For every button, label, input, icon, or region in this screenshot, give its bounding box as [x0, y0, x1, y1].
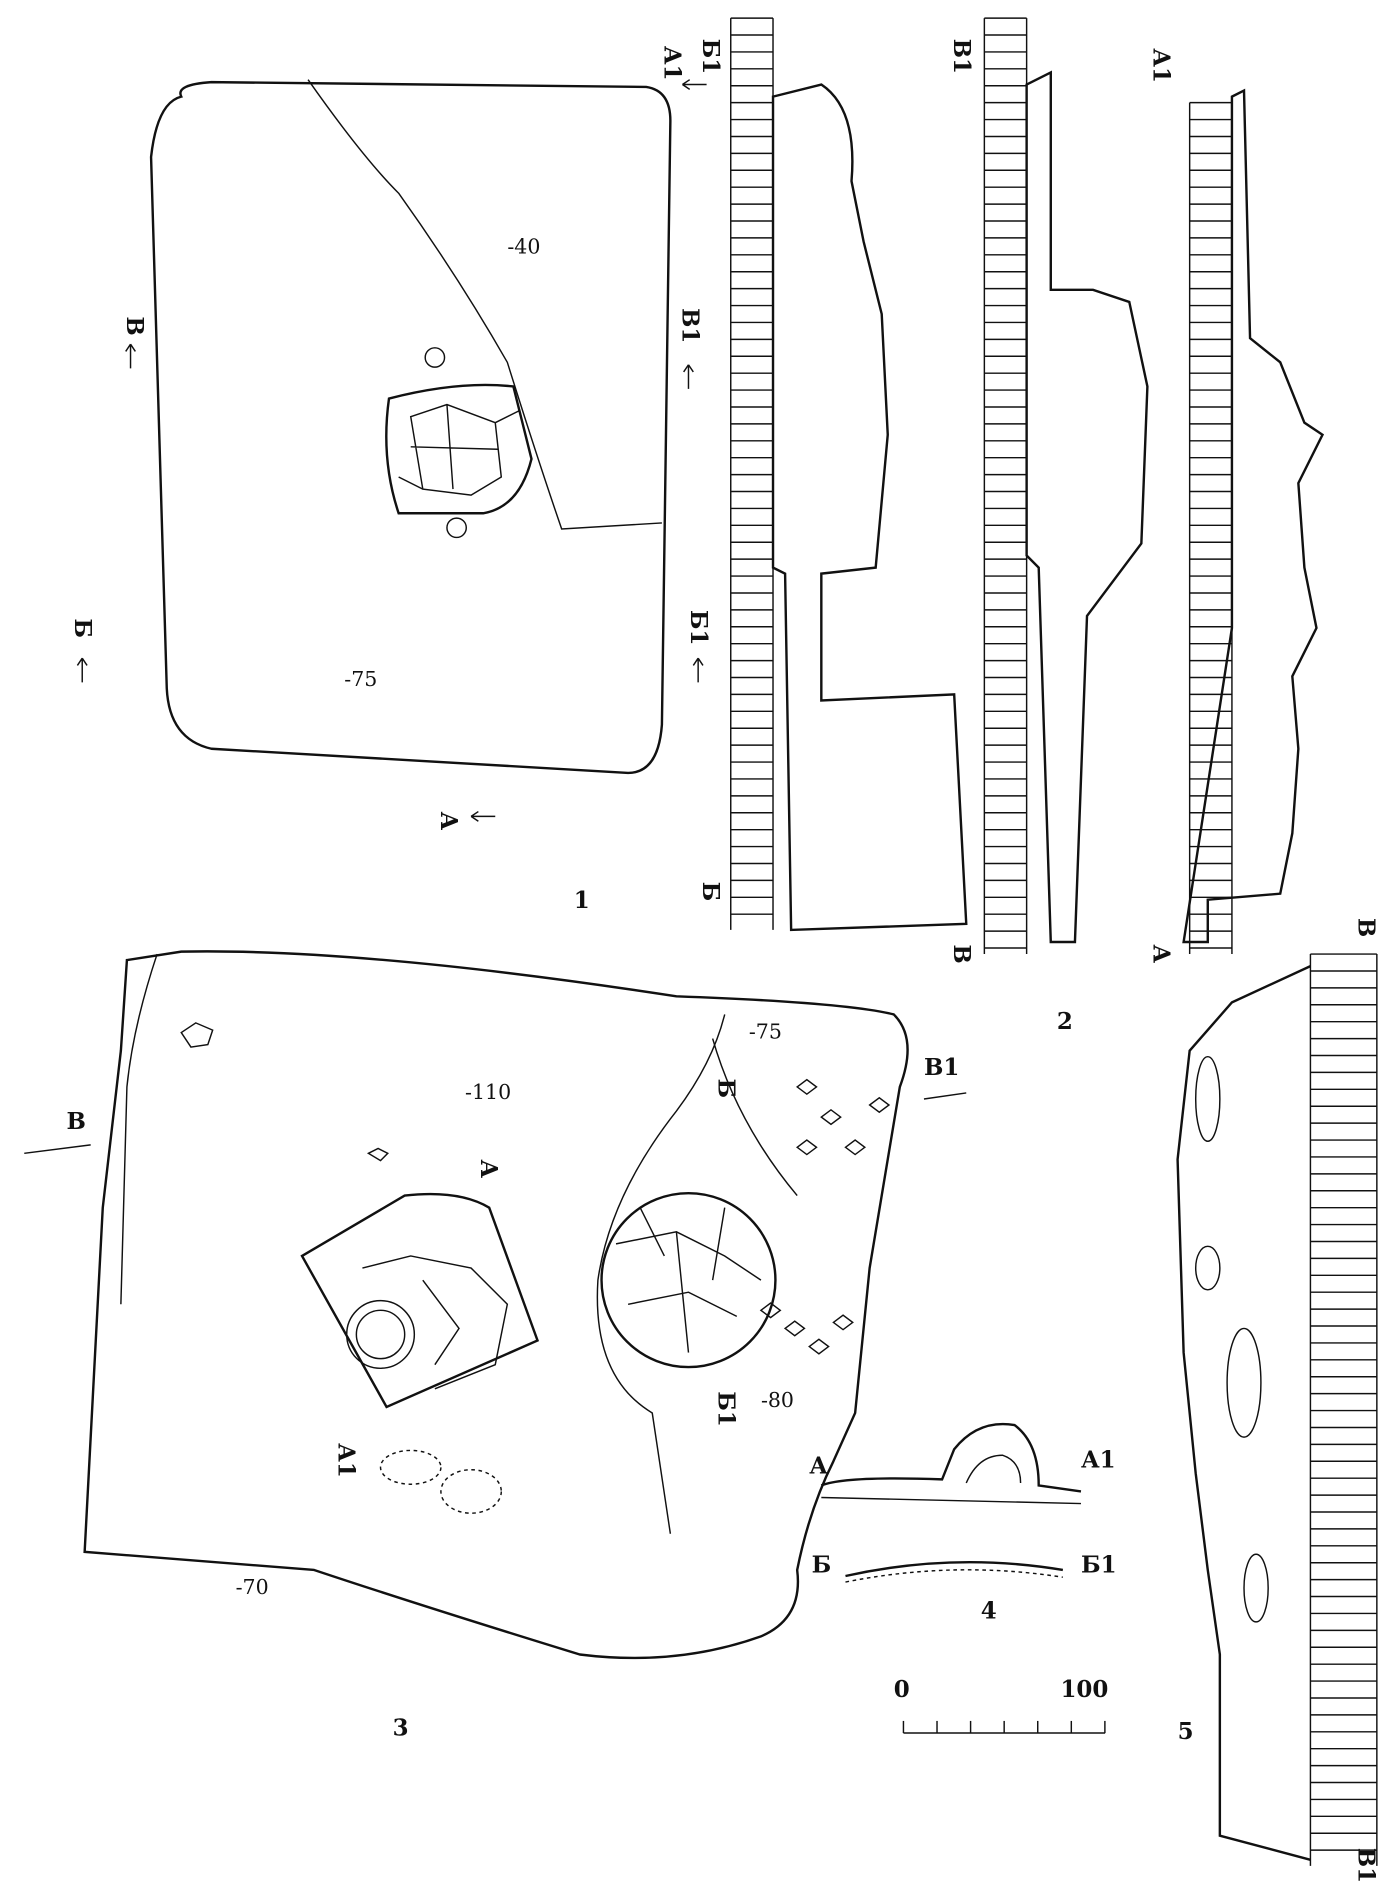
section-mark-b1: Б1: [713, 1391, 740, 1427]
section-mark-v1: В1: [676, 308, 703, 343]
depth-label: -75: [749, 1020, 782, 1044]
scale-start-label: 0: [894, 1676, 910, 1703]
section-mark-v: В: [67, 1108, 86, 1135]
section-b-hatch: [845, 1569, 1063, 1583]
section-mark-a: А: [435, 812, 462, 831]
profile-label: А: [1147, 944, 1174, 963]
profile-3-fill: [1182, 88, 1325, 944]
hearth: [300, 1192, 540, 1409]
section-label: Б: [812, 1551, 832, 1578]
section-mark-b1: Б1: [685, 610, 712, 646]
section-mark-b: Б: [713, 1078, 740, 1098]
depth-label: -75: [344, 667, 377, 691]
profile-5-fill: [1176, 965, 1311, 1861]
section-label: А1: [1081, 1446, 1116, 1473]
figure-2-profiles: Б1 Б В1 В А1 А 2: [697, 17, 1325, 1035]
arrow-icons: [76, 79, 707, 822]
depth-label: -80: [761, 1388, 794, 1412]
profile-label: А1: [1147, 48, 1174, 83]
scale-end-label: 100: [1060, 1676, 1108, 1703]
section-line: [24, 1144, 91, 1155]
section-mark-a1: А1: [332, 1443, 359, 1478]
depth-label: -40: [507, 235, 540, 259]
section-mark-b: Б: [69, 618, 96, 638]
pit-outline: [149, 80, 672, 775]
figure-5-profile: В В1 5: [1176, 918, 1380, 1883]
section-mark-v: В: [121, 316, 148, 335]
figure-number: 5: [1178, 1718, 1194, 1745]
depth-label: -70: [236, 1575, 269, 1599]
section-mark-v1: В1: [924, 1054, 959, 1081]
step-line: [307, 79, 662, 530]
step-line: [120, 953, 726, 1534]
profile-label: В: [1353, 918, 1380, 937]
stones: [180, 1022, 891, 1355]
section-label: А: [809, 1452, 828, 1479]
section-b-profile: [845, 1561, 1064, 1578]
profile-label: В: [948, 944, 975, 963]
depth-label: -110: [465, 1080, 511, 1104]
figure-4-sections: А А1 Б Б1 4: [809, 1422, 1117, 1624]
pit-outline: [83, 950, 909, 1660]
hearth: [385, 347, 533, 539]
figure-number: 4: [981, 1597, 997, 1624]
profile-label: Б1: [697, 39, 724, 75]
profile-1-fill: [771, 83, 968, 932]
section-mark-a: А: [475, 1159, 502, 1178]
step-line: [711, 1038, 798, 1197]
profile-label: В1: [1353, 1848, 1380, 1883]
stone-circle: [600, 1191, 777, 1369]
section-line: [923, 1092, 967, 1100]
figure-1-plan: -40 -75 А1 В В1 Б Б1 А 1: [69, 46, 712, 914]
figure-number: 1: [574, 887, 590, 914]
figure-3-plan: -110 -75 -80 -70 В В1 Б Б1 А А1 3: [24, 950, 967, 1741]
section-mark-a1: А1: [658, 46, 685, 81]
profile-label: Б: [697, 882, 724, 902]
section-label: Б1: [1081, 1551, 1117, 1578]
figure-number: 2: [1057, 1008, 1073, 1035]
section-a-detail: [821, 1454, 1081, 1505]
profile-label: В1: [948, 39, 975, 74]
section-a-profile: [820, 1422, 1082, 1493]
profile-2-fill: [1025, 70, 1149, 944]
scale-bar: 0 100: [894, 1676, 1108, 1734]
figure-number: 3: [393, 1714, 409, 1741]
